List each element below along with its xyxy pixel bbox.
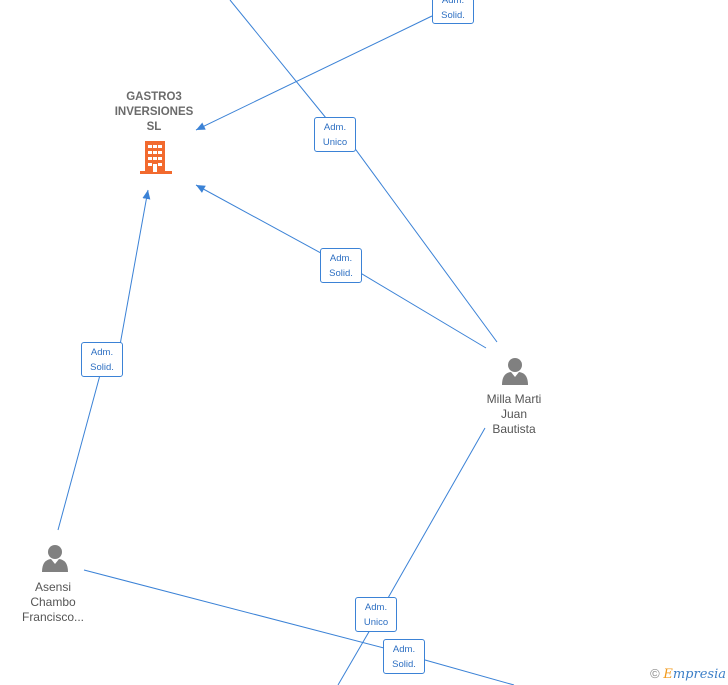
company-name[interactable]: GASTRO3 INVERSIONES SL	[104, 90, 204, 135]
edge-label-role: Adm.	[441, 0, 465, 6]
person-name-asensi[interactable]: Asensi Chambo Francisco...	[8, 580, 98, 625]
edge-line-top-right	[195, 15, 433, 131]
edge-label-role: Adm.	[90, 347, 114, 358]
building-icon[interactable]	[140, 141, 172, 174]
edge-label-role: Adm.	[392, 644, 416, 655]
person-name-line: Asensi	[34, 580, 72, 594]
edge-label-top-center[interactable]: Adm. Unico	[314, 117, 356, 152]
edge-label-type: Solid.	[90, 362, 114, 373]
brand-watermark: © Empresia	[650, 666, 726, 682]
company-name-line: INVERSIONES	[114, 106, 194, 118]
edge-label-role: Adm.	[364, 602, 388, 613]
person-name-milla[interactable]: Milla Marti Juan Bautista	[468, 392, 560, 437]
person-name-line: Milla Marti	[486, 392, 542, 406]
edge-line-bottom-right	[83, 569, 515, 685]
edge-label-type: Unico	[322, 137, 348, 148]
brand-initial: E	[663, 667, 673, 682]
edge-label-left[interactable]: Adm. Solid.	[81, 342, 123, 377]
person-name-line: Juan	[500, 407, 528, 421]
person-name-line: Francisco...	[21, 610, 84, 624]
person-icon[interactable]	[502, 358, 528, 385]
edge-label-role: Adm.	[323, 122, 347, 133]
copyright-icon: ©	[650, 666, 660, 681]
edge-line-top-center	[229, 0, 498, 343]
edge-label-bottom-right[interactable]: Adm. Solid.	[383, 639, 425, 674]
brand-name: mpresia	[672, 667, 726, 682]
person-name-line: Bautista	[492, 422, 536, 436]
edge-label-bottom-center[interactable]: Adm. Unico	[355, 597, 397, 632]
edge-label-top-right[interactable]: Adm. Solid.	[432, 0, 474, 24]
person-name-line: Chambo	[30, 595, 76, 609]
company-name-line: GASTRO3	[126, 91, 182, 103]
edge-label-role: Adm.	[329, 253, 353, 264]
person-icon[interactable]	[42, 545, 68, 572]
edge-label-middle[interactable]: Adm. Solid.	[320, 248, 362, 283]
edge-label-type: Unico	[363, 617, 389, 628]
company-name-line: SL	[146, 121, 162, 133]
edge-label-type: Solid.	[392, 659, 416, 670]
edge-label-type: Solid.	[329, 268, 353, 279]
edge-label-type: Solid.	[441, 10, 465, 21]
